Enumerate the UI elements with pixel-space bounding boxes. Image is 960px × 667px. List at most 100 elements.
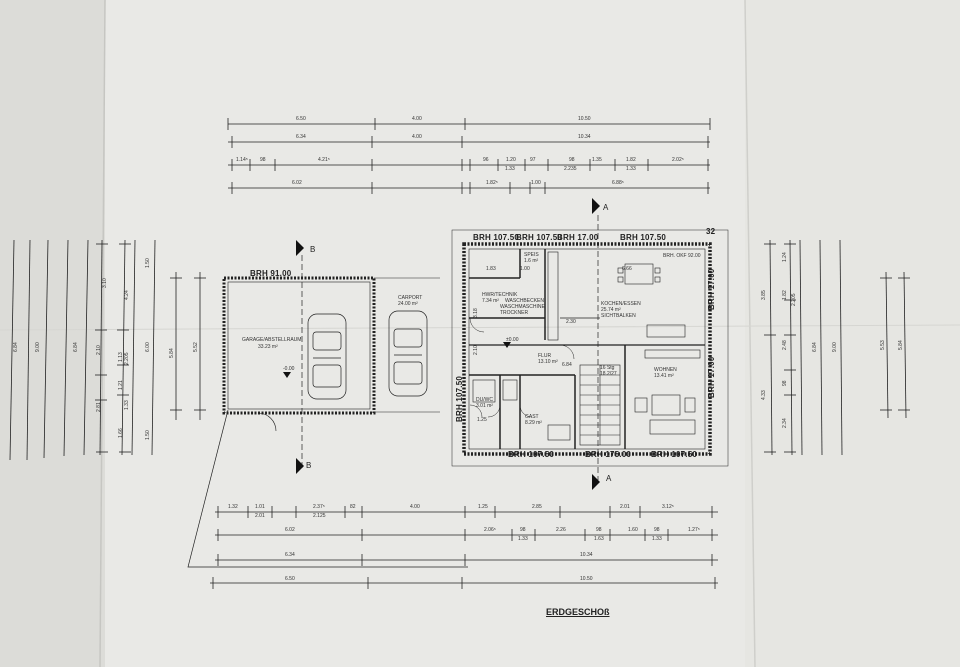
- flur-name: FLUR: [538, 353, 552, 359]
- dim-garage-v-1: 5.52: [193, 342, 199, 352]
- section-b-bottom-arrow: [296, 458, 304, 474]
- kochen-area: 25.74 m²: [601, 307, 621, 313]
- carport-outline: [374, 277, 440, 413]
- brh-garage: BRH 91.00: [250, 269, 292, 278]
- dim-top-4-1: 1.82⁵: [486, 180, 498, 186]
- dim-bot-4-0: 6.50: [285, 576, 295, 582]
- dim-top-3-8: 98: [569, 157, 575, 163]
- top-dimension-chain-4: [228, 182, 710, 194]
- hwr-area: 7.34 m²: [482, 298, 499, 304]
- dim-bot-1-10: 3.12⁵: [662, 504, 674, 510]
- dim-bot-1-5: 82: [350, 504, 356, 510]
- dim-top-3-10: 1.82: [626, 157, 636, 163]
- door-swings: [469, 317, 575, 418]
- brh-bottom-2: BRH 175.00: [585, 450, 632, 459]
- top-dimension-chain-1: [227, 118, 711, 130]
- brh-right-1: BRH 17.00: [707, 268, 716, 310]
- dim-right-a-8: 98: [782, 380, 788, 386]
- floor-plan-title: ERDGESCHOß: [546, 607, 610, 617]
- left-dimension-chains: [9, 239, 206, 461]
- dim-bot-1-4: 2.125: [313, 513, 326, 519]
- dim-inner-2: 6.84: [562, 362, 572, 368]
- dim-top-2-c: 10.34: [578, 134, 591, 140]
- dim-top-3-11: 1.33: [626, 166, 636, 172]
- dim-bot-1-9: 2.01: [620, 504, 630, 510]
- property-boundary: [187, 409, 468, 568]
- dim-left-c-0: 6.84: [13, 342, 19, 352]
- dim-left-c-1: 9.00: [35, 342, 41, 352]
- dim-top-3-12: 2.02⁵: [672, 157, 684, 163]
- dim-bot-1-3: 2.37⁵: [313, 504, 325, 510]
- dim-left-b-7: 2.81: [96, 402, 102, 412]
- dim-left-a-1: 5.84: [169, 348, 175, 358]
- flur-level-marker: [503, 342, 511, 348]
- paper-fold-horizontal: [0, 324, 960, 331]
- section-b-bottom-label: B: [306, 461, 312, 470]
- dim-left-b-6: 1.33: [124, 400, 130, 410]
- kitchen-counter: [547, 251, 686, 341]
- brh-bottom-1: BRH 107.50: [508, 450, 555, 459]
- garage-level: -0.00: [283, 366, 295, 372]
- dim-left-c-2: 6.84: [73, 342, 79, 352]
- dim-top-3-6: 97: [530, 157, 536, 163]
- dim-top-4-2: 1.00: [531, 180, 541, 186]
- section-a-top-label: A: [603, 203, 609, 212]
- dim-right-a-6: 9.00: [832, 342, 838, 352]
- dim-inner-4: 3.18: [473, 308, 479, 318]
- car-in-carport: [388, 310, 428, 397]
- dim-right-a-4: 2.48: [782, 340, 788, 350]
- stair-label: 16 Stg: [600, 365, 615, 371]
- hwr-name: HWR/TECHNIK: [482, 292, 518, 298]
- dim-inner-1: 2.30: [566, 319, 576, 325]
- carport-area: 24.00 m²: [398, 301, 418, 307]
- section-arrows: [283, 198, 600, 490]
- kochen-name: KOCHEN/ESSEN: [601, 301, 641, 307]
- dim-top-3-4: 1.20: [506, 157, 516, 163]
- gast-area: 8.29 m²: [525, 420, 542, 426]
- dim-bot-2-4: 2.26: [556, 527, 566, 533]
- dim-bot-2-10: 1.27⁵: [688, 527, 700, 533]
- section-b-top-label: B: [310, 245, 316, 254]
- dim-top-4-0: 6.02: [292, 180, 302, 186]
- dim-top-3-1: 98: [260, 157, 266, 163]
- bottom-dimension-chain-2: [215, 529, 718, 541]
- paper-center-panel: [105, 0, 745, 667]
- paper-fold-left: [99, 0, 106, 667]
- flur-level: ±0.00: [506, 337, 519, 343]
- dim-bot-1-8: 2.85: [532, 504, 542, 510]
- bathroom-fixtures: [472, 379, 571, 441]
- dim-left-b-0: 3.10: [102, 278, 108, 288]
- car-in-garage: [307, 313, 347, 400]
- paper-fold-shadow-left: [0, 0, 105, 667]
- du-name: DU/WC: [476, 397, 493, 403]
- garage-area: 33.23 m²: [258, 344, 278, 350]
- garage-name: GARAGE/ABSTELLRAUM: [242, 337, 302, 343]
- hwr-note-2: WASCHMASCHINE: [500, 304, 545, 310]
- section-b-top-arrow: [296, 240, 304, 256]
- dim-right-a-2: 1.82: [782, 290, 788, 300]
- brh-left: BRH 107.50: [455, 375, 464, 422]
- brh-top-2: BRH 107.50: [516, 233, 563, 242]
- dim-bot-1-2: 2.01: [255, 513, 265, 519]
- dim-bot-2-3: 1.33: [518, 536, 528, 542]
- speis-name: SPEIS: [524, 252, 539, 258]
- du-area: 3.01 m²: [476, 403, 493, 409]
- dim-right-a-0: 3.85: [761, 290, 767, 300]
- dim-right-b-1: 5.84: [898, 340, 904, 350]
- dim-top-2-b: 4.00: [412, 134, 422, 140]
- dim-bot-2-8: 98: [654, 527, 660, 533]
- dim-left-b-4: 2.205: [124, 352, 130, 365]
- dim-left-b-9: 1.50: [145, 430, 151, 440]
- stair-ratio: 18.2/27: [600, 371, 617, 377]
- right-dimension-chains: [764, 239, 910, 456]
- flur-area: 13.10 m²: [538, 359, 558, 365]
- dim-top-4-3: 6.88⁵: [612, 180, 624, 186]
- dim-right-b-0: 5.53: [880, 340, 886, 350]
- dim-top-2-a: 6.34: [296, 134, 306, 140]
- dim-left-b-2: 2.10: [96, 345, 102, 355]
- living-furniture: [634, 349, 701, 435]
- dim-right-a-7: 4.33: [761, 390, 767, 400]
- dim-left-b-5: 1.21: [118, 380, 124, 390]
- dim-top-3-2: 4.21⁵: [318, 157, 330, 163]
